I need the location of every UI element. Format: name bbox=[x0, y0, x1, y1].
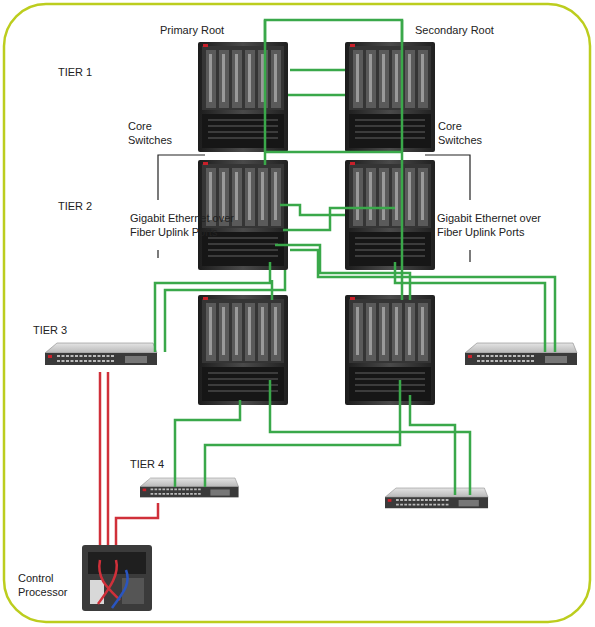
core-chassis bbox=[345, 42, 435, 152]
tier-label: TIER 4 bbox=[130, 458, 190, 472]
fiber-link bbox=[290, 69, 345, 72]
fiber-link bbox=[270, 380, 470, 495]
node-label: Secondary Root bbox=[415, 24, 495, 38]
fiber-link bbox=[155, 262, 270, 352]
tier4-switch bbox=[140, 478, 239, 497]
callout-label: Gigabit Ethernet over Fiber Uplink Ports bbox=[130, 212, 242, 240]
device-node: Secondary Root bbox=[345, 24, 495, 150]
callout-label: Gigabit Ethernet over Fiber Uplink Ports bbox=[437, 212, 549, 240]
control-processor-device bbox=[82, 545, 152, 611]
bracket-line bbox=[157, 250, 158, 258]
fiber-link bbox=[288, 94, 345, 97]
tier-label: TIER 2 bbox=[58, 200, 118, 214]
device-wire bbox=[98, 560, 117, 604]
tier3-chassis bbox=[345, 295, 435, 405]
fiber-link bbox=[290, 250, 555, 352]
tier3-chassis bbox=[198, 295, 288, 405]
fiber-link bbox=[275, 245, 410, 300]
bracket-line bbox=[469, 250, 470, 262]
fiber-link bbox=[283, 208, 395, 230]
node-label: Control Processor bbox=[18, 572, 78, 600]
tier3-switch bbox=[45, 343, 157, 365]
fiber-link bbox=[175, 400, 240, 487]
fiber-link bbox=[401, 20, 404, 300]
fiber-link bbox=[265, 151, 402, 154]
callout-label: Core Switches bbox=[128, 120, 183, 148]
connector-layer bbox=[290, 70, 345, 71]
node-label: Primary Root bbox=[160, 24, 240, 38]
bracket-line bbox=[158, 155, 205, 200]
device-connector bbox=[122, 578, 144, 604]
tier4-switch bbox=[385, 488, 488, 508]
core-chassis bbox=[198, 42, 288, 152]
edge-switches bbox=[45, 343, 577, 508]
tier-label: TIER 1 bbox=[58, 66, 118, 80]
device-wire bbox=[112, 570, 128, 608]
bracket-line bbox=[425, 155, 470, 200]
tier2-chassis bbox=[345, 160, 435, 270]
fiber-links bbox=[155, 20, 555, 495]
device-body bbox=[82, 545, 152, 611]
callout-label: Core Switches bbox=[438, 120, 493, 148]
fiber-link bbox=[265, 20, 402, 42]
fiber-link bbox=[205, 380, 400, 487]
fiber-link bbox=[165, 270, 285, 352]
tier3-switch bbox=[465, 343, 577, 365]
copper-link bbox=[107, 372, 110, 565]
fiber-link bbox=[264, 20, 267, 165]
device-node: Control Processor bbox=[18, 540, 158, 615]
fiber-link bbox=[395, 262, 545, 352]
fiber-link bbox=[410, 395, 455, 495]
device-node: Primary Root bbox=[160, 24, 290, 150]
fiber-link bbox=[271, 280, 274, 300]
tier-label: TIER 3 bbox=[33, 324, 93, 338]
fiber-link bbox=[280, 205, 345, 215]
callout-brackets bbox=[158, 155, 470, 262]
copper-link bbox=[99, 372, 102, 560]
frame-border bbox=[4, 4, 590, 622]
